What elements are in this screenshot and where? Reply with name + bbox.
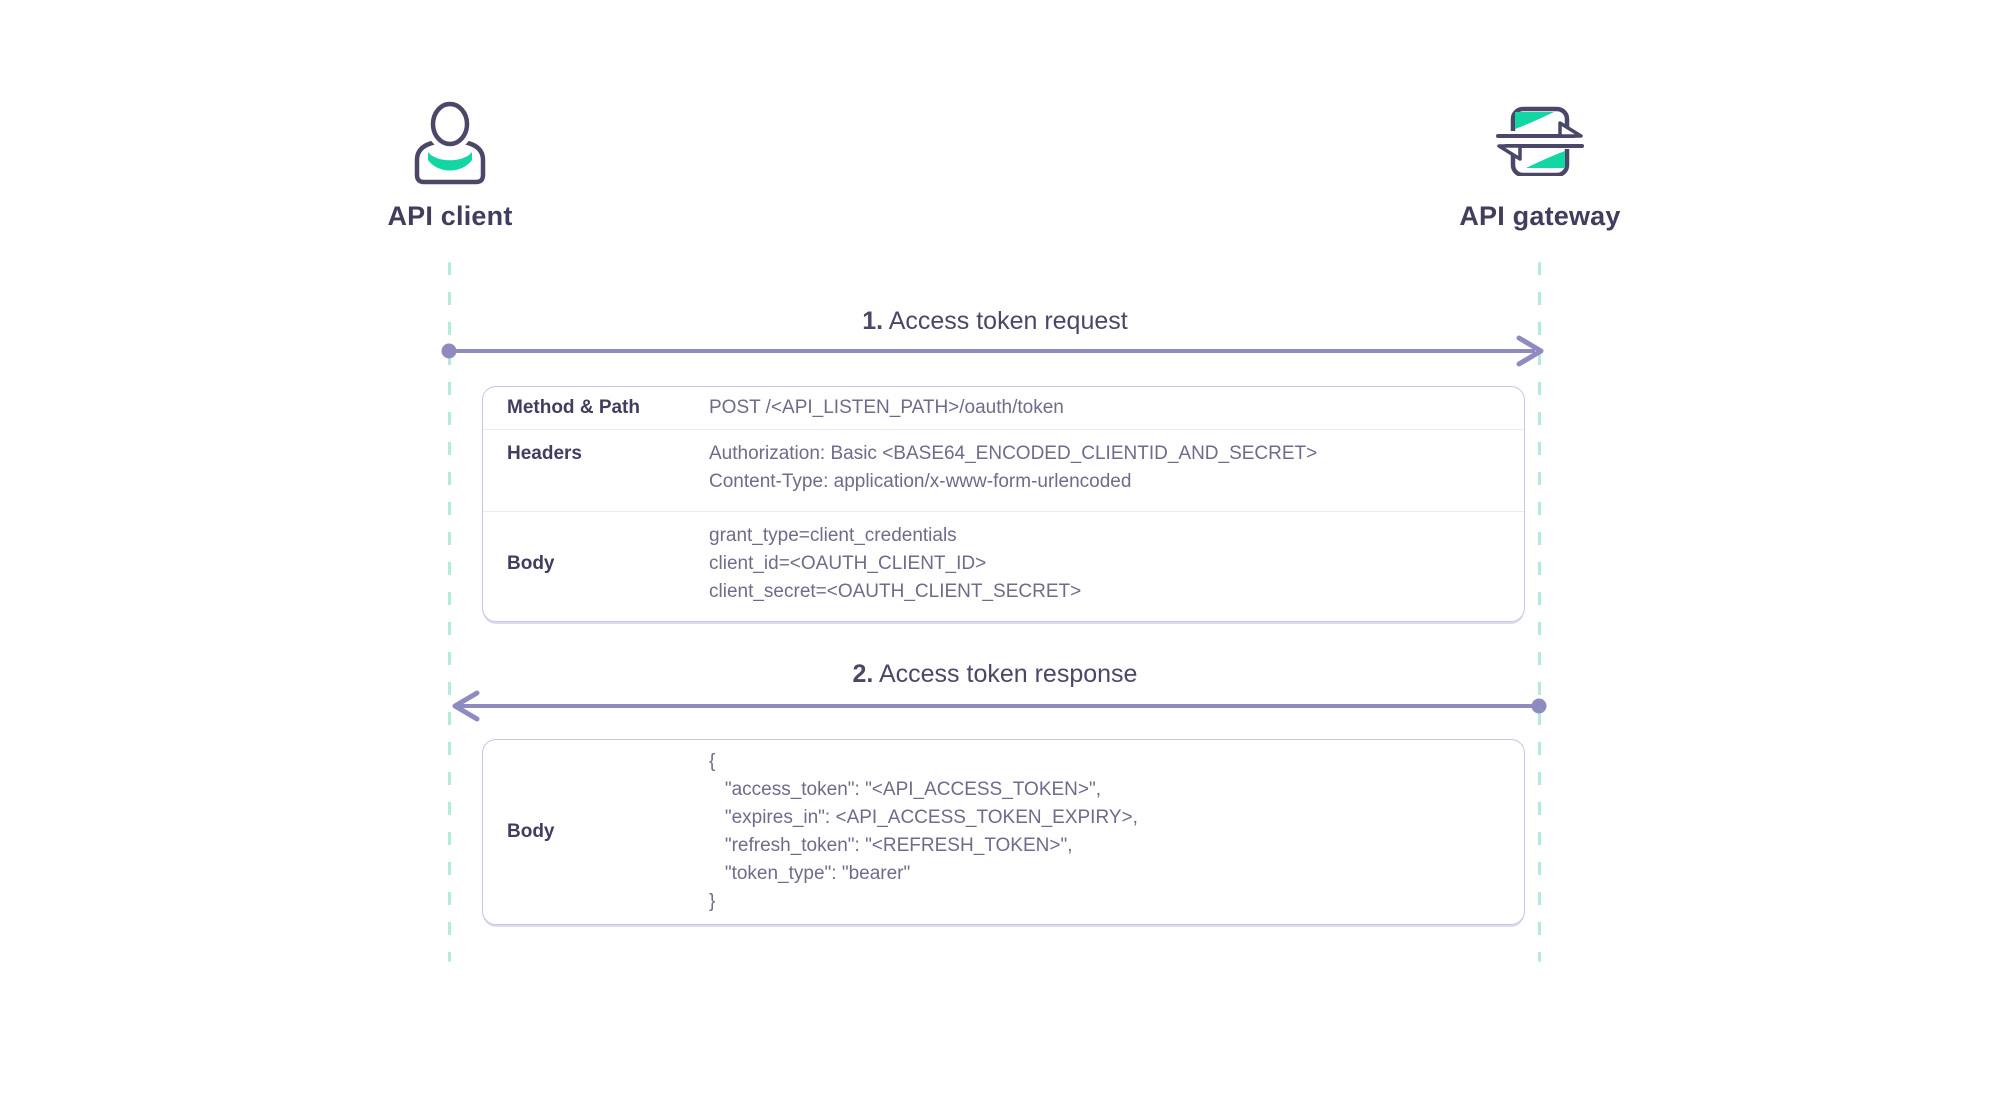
response-table: Body { "access_token": "<API_ACCESS_TOKE… [482, 739, 1525, 925]
value-line: { [709, 751, 716, 772]
lifeline-client [448, 262, 451, 962]
row-value: Authorization: Basic <BASE64_ENCODED_CLI… [709, 440, 1500, 496]
response-arrow [452, 690, 1547, 722]
actor-gateway-label: API gateway [1459, 201, 1621, 231]
actor-client-label: API client [387, 201, 513, 231]
request-text: Access token request [888, 307, 1128, 335]
request-table: Method & Path POST /<API_LISTEN_PATH>/oa… [482, 386, 1525, 622]
value-line: "refresh_token": "<REFRESH_TOKEN>", [709, 835, 1073, 856]
row-value: { "access_token": "<API_ACCESS_TOKEN>", … [709, 748, 1500, 916]
response-number: 2. [852, 660, 874, 688]
request-number: 1. [862, 307, 884, 335]
request-label: 1. Access token request [449, 304, 1541, 338]
row-label: Method & Path [507, 397, 640, 418]
row-value: grant_type=client_credentials client_id=… [709, 522, 1500, 606]
table-row: Method & Path POST /<API_LISTEN_PATH>/oa… [483, 387, 1524, 429]
value-line: "expires_in": <API_ACCESS_TOKEN_EXPIRY>, [709, 807, 1138, 828]
response-text: Access token response [878, 660, 1138, 688]
row-value: POST /<API_LISTEN_PATH>/oauth/token [709, 394, 1500, 422]
value-line: grant_type=client_credentials [709, 525, 957, 546]
value-line: "access_token": "<API_ACCESS_TOKEN>", [709, 779, 1102, 800]
row-label: Headers [507, 443, 582, 464]
table-row: Headers Authorization: Basic <BASE64_ENC… [483, 429, 1524, 511]
row-label: Body [507, 553, 555, 574]
value-line: client_secret=<OAUTH_CLIENT_SECRET> [709, 581, 1082, 602]
value-line: } [709, 891, 716, 912]
lifeline-gateway [1538, 262, 1541, 962]
response-label: 2. Access token response [449, 657, 1541, 691]
value-line: Authorization: Basic <BASE64_ENCODED_CLI… [709, 443, 1318, 464]
value-line: "token_type": "bearer" [709, 863, 911, 884]
row-label: Body [507, 821, 555, 842]
value-line: Content-Type: application/x-www-form-url… [709, 471, 1132, 492]
value-line: POST /<API_LISTEN_PATH>/oauth/token [709, 397, 1064, 418]
value-line: client_id=<OAUTH_CLIENT_ID> [709, 553, 987, 574]
gateway-icon [1496, 104, 1584, 181]
table-row: Body { "access_token": "<API_ACCESS_TOKE… [483, 740, 1524, 924]
request-arrow [441, 335, 1544, 367]
user-icon [414, 97, 486, 191]
table-row: Body grant_type=client_credentials clien… [483, 511, 1524, 621]
